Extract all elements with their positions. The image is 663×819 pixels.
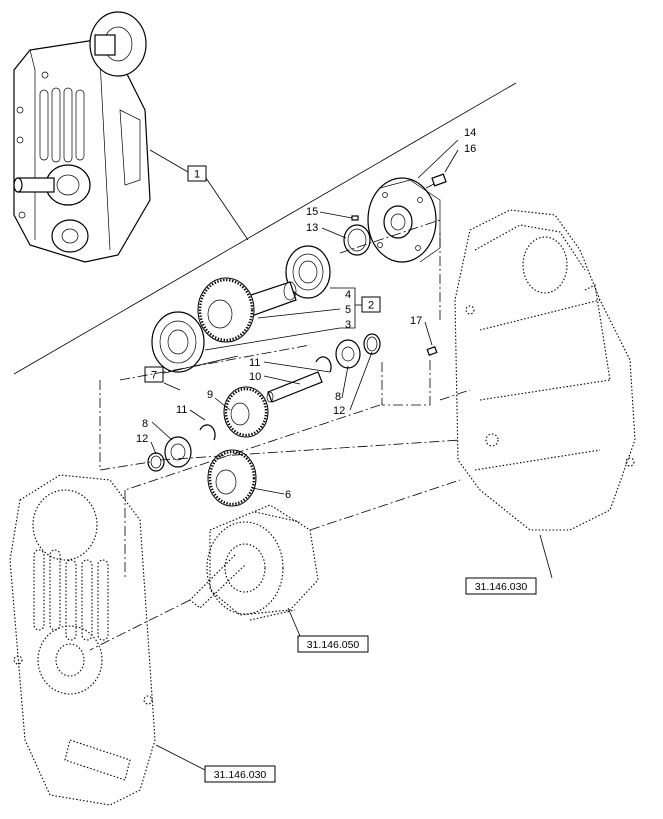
callout-12-lower: 12 <box>136 433 148 445</box>
group-callout-1: 1 <box>149 149 249 241</box>
snap-ring-part-11-lower <box>199 424 216 441</box>
svg-text:31.146.050: 31.146.050 <box>307 639 360 651</box>
flange-cover-part-14 <box>367 177 441 263</box>
assembly-center-lines <box>89 219 471 651</box>
callout-11-lower: 11 <box>176 404 187 416</box>
callout-12-upper: 12 <box>333 405 345 417</box>
bearing-part-8-upper <box>335 339 361 369</box>
gear-part-6 <box>207 449 257 507</box>
large-gear-shaft-assembly <box>189 504 319 621</box>
callout-14: 14 <box>464 127 476 139</box>
reference-gear-shaft[interactable]: 31.146.050 <box>297 635 369 653</box>
assembled-gearbox-illustration <box>13 11 151 263</box>
section-divider-line <box>13 82 517 375</box>
gearbox-cover-left <box>9 474 156 806</box>
callout-13: 13 <box>306 222 318 234</box>
callout-leaders <box>150 139 553 771</box>
group-box-7-label: 7 <box>151 370 157 382</box>
callout-11-upper: 11 <box>249 357 260 369</box>
pin-shaft-part-10 <box>266 371 323 403</box>
reference-housing-right[interactable]: 31.146.030 <box>465 577 537 595</box>
svg-text:31.146.030: 31.146.030 <box>214 769 267 781</box>
dowel-pin-part-17 <box>426 346 438 356</box>
callout-4: 4 <box>345 289 351 301</box>
reference-cover-left[interactable]: 31.146.030 <box>204 765 276 783</box>
callout-9: 9 <box>207 389 213 401</box>
callout-6: 6 <box>285 489 291 501</box>
gear-part-4 <box>197 277 255 343</box>
idler-gear-part-9 <box>223 386 269 438</box>
bearing-lower-part-3 <box>151 311 205 373</box>
ring-part-12-upper <box>363 333 381 355</box>
snap-ring-part-13 <box>343 224 371 256</box>
pin-part-15 <box>351 215 359 221</box>
group-callout-2: 2 <box>204 287 381 351</box>
callout-3: 3 <box>345 319 351 331</box>
ring-part-12-lower <box>147 452 165 472</box>
group-box-1-label: 1 <box>194 169 200 181</box>
bearing-upper-part-3 <box>285 245 331 299</box>
callout-8-upper: 8 <box>335 391 341 403</box>
callout-15: 15 <box>306 206 318 218</box>
callout-17: 17 <box>410 315 422 327</box>
group-box-2-label: 2 <box>368 300 374 312</box>
screw-part-16 <box>425 173 447 189</box>
callout-10: 10 <box>249 371 261 383</box>
svg-text:31.146.030: 31.146.030 <box>475 581 528 593</box>
callout-8-lower: 8 <box>142 418 148 430</box>
snap-ring-part-11-upper <box>315 356 332 373</box>
group-callout-7: 7 <box>144 355 239 391</box>
callout-5: 5 <box>345 304 351 316</box>
bearing-part-8-lower <box>164 436 192 468</box>
gearbox-housing-right <box>454 209 636 531</box>
callout-16: 16 <box>464 143 476 155</box>
